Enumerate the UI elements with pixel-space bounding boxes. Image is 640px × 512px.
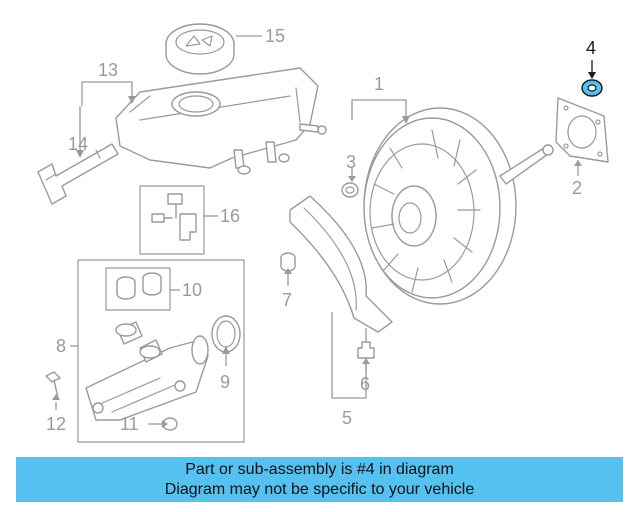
part-3-grommet[interactable]: [341, 182, 359, 198]
leader-13: [81, 81, 133, 106]
callout-6: 6: [360, 374, 370, 394]
group-box-8: [77, 259, 245, 443]
callout-7: 7: [282, 290, 292, 310]
part-1-brake-booster[interactable]: [363, 107, 554, 305]
callout-1: 1: [374, 74, 384, 94]
banner-line-1: Part or sub-assembly is #4 in diagram: [185, 460, 454, 478]
callout-16: 16: [220, 206, 240, 226]
callout-8: 8: [56, 336, 66, 356]
callout-2: 2: [572, 178, 582, 198]
callout-10: 10: [182, 280, 202, 300]
part-10-grommets[interactable]: [116, 272, 162, 300]
banner-line-2: Diagram may not be specific to your vehi…: [164, 480, 475, 498]
part-12-bolt[interactable]: [45, 371, 61, 399]
callout-14: 14: [68, 134, 88, 154]
part-6-check-valve[interactable]: [357, 341, 375, 359]
info-banner: Part or sub-assembly is #4 in diagram Di…: [16, 457, 623, 502]
part-4-nut-highlighted[interactable]: [581, 79, 603, 97]
group-box-10: [105, 267, 171, 311]
leader-1: [351, 99, 407, 120]
callout-12: 12: [46, 414, 66, 434]
part-14-hose-fitting[interactable]: [37, 143, 119, 205]
part-8-master-cylinder[interactable]: [85, 321, 209, 421]
part-13-fluid-reservoir[interactable]: [115, 67, 327, 175]
callout-11: 11: [120, 414, 139, 434]
callout-9: 9: [220, 372, 230, 392]
callout-4: 4: [586, 38, 596, 58]
part-16-sensor[interactable]: [151, 193, 197, 241]
group-box-16: [139, 185, 205, 255]
callout-3: 3: [346, 152, 356, 172]
part-15-reservoir-cap[interactable]: [165, 23, 235, 75]
part-2-gasket[interactable]: [555, 97, 609, 163]
callout-15: 15: [265, 26, 285, 46]
callout-5: 5: [342, 408, 352, 428]
part-5-heat-shield[interactable]: [289, 195, 393, 333]
callout-13: 13: [98, 60, 118, 80]
part-7-grommet[interactable]: [280, 252, 296, 272]
